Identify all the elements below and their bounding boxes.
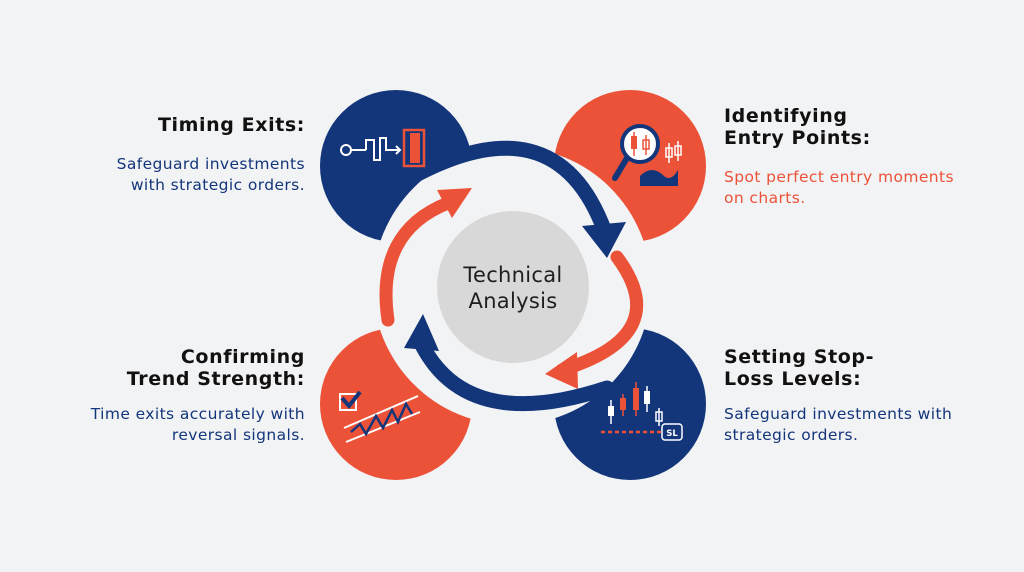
label-confirming-trend-strength: Confirming Trend Strength: Time exits ac… [91,346,305,446]
arrow-navy-top [395,140,613,240]
arrow-navy-top-head [582,222,626,258]
label-setting-stop-loss: Setting Stop- Loss Levels: Safeguard inv… [724,346,952,446]
entry-points-title-line2: Entry Points: [724,127,871,149]
trend-strength-title-line1: Confirming [180,346,305,368]
label-timing-exits: Timing Exits: Safeguard investments with… [117,114,305,196]
trend-strength-desc-line1: Time exits accurately with [90,405,305,423]
entry-points-description: Spot perfect entry moments on charts. [724,167,954,209]
stop-loss-title-line2: Loss Levels: [724,368,862,390]
center-title-line1: Technical [463,263,563,287]
trend-strength-description: Time exits accurately with reversal sign… [91,404,305,446]
timing-exits-title: Timing Exits: [157,114,305,136]
trend-strength-title-line2: Trend Strength: [126,368,305,390]
trend-strength-desc-line2: reversal signals. [171,426,305,444]
timing-exits-desc-line2: with strategic orders. [130,176,305,194]
entry-points-desc-line2: on charts. [724,189,806,207]
stop-loss-description: Safeguard investments with strategic ord… [724,404,952,446]
stop-loss-candles-icon: SL [601,382,683,441]
arrow-orange-right [555,250,644,377]
stop-loss-title-line1: Setting Stop- [724,346,875,368]
arrow-orange-left [379,196,455,327]
stop-loss-desc-line1: Safeguard investments with [724,405,953,423]
entry-points-desc-line1: Spot perfect entry moments [724,168,954,186]
label-identifying-entry-points: Identifying Entry Points: Spot perfect e… [724,105,954,209]
checkbox-trend-icon [339,390,421,443]
arrow-navy-bottom-head [404,314,439,351]
entry-points-title-line1: Identifying [724,105,848,127]
arrow-orange-left-head [437,188,472,218]
arrow-navy-bottom [412,333,615,412]
stop-loss-desc-line2: strategic orders. [724,426,859,444]
center-title-line2: Analysis [468,289,558,313]
stop-loss-title: Setting Stop- Loss Levels: [724,346,952,390]
entry-points-title: Identifying Entry Points: [724,105,954,149]
door-exit-icon [340,128,426,168]
center-title: Technical Analysis [437,262,589,314]
trend-strength-title: Confirming Trend Strength: [91,346,305,390]
sl-badge-text: SL [666,429,678,439]
timing-exits-description: Safeguard investments with strategic ord… [117,154,305,196]
center-disc [437,211,589,363]
magnifier-candlestick-icon [612,124,682,186]
timing-exits-desc-line1: Safeguard investments [116,155,305,173]
arrow-orange-right-head [545,352,578,389]
